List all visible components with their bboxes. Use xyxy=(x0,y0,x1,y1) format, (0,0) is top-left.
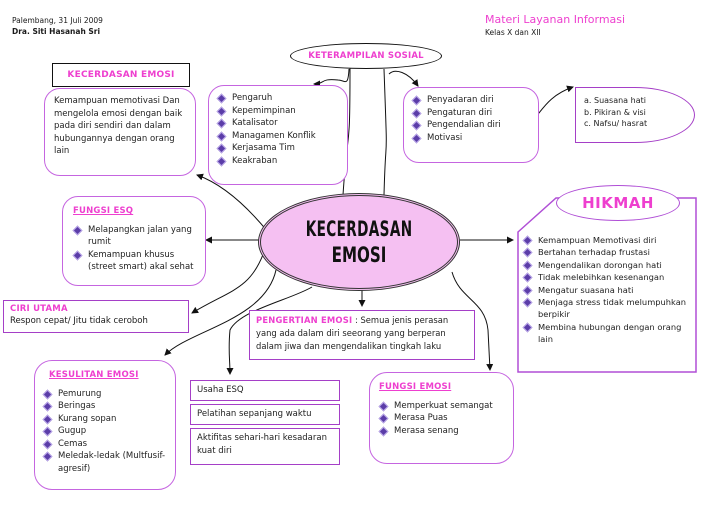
list-item: Tidak melebihkan kesenangan xyxy=(521,271,697,283)
kecerdasan-emosi-title: KECERDASAN EMOSI xyxy=(67,70,175,80)
self-management-list: Penyadaran diri Pengaturan diri Pengenda… xyxy=(403,87,539,163)
usaha-text: Usaha ESQ xyxy=(197,385,244,395)
keterampilan-sosial-node: KETERAMPILAN SOSIAL xyxy=(290,43,442,69)
list-item: Kerjasama Tim xyxy=(215,142,341,155)
header-topic: Materi Layanan Informasi xyxy=(485,13,626,26)
kesulitan-emosi-box: KESULITAN EMOSI Pemurung Beringas Kurang… xyxy=(34,360,176,490)
fungsi-esq-box: FUNGSI ESQ Melapangkan jalan yang rumit … xyxy=(62,196,206,286)
fungsi-esq-title: FUNGSI ESQ xyxy=(73,206,134,216)
pengendalian-item: c. Nafsu/ hasrat xyxy=(584,119,648,128)
list-item: Managamen Konflik xyxy=(215,130,341,143)
header-author: Dra. Siti Hasanah Sri xyxy=(12,27,101,36)
pengertian-emosi-title: PENGERTIAN EMOSI xyxy=(256,315,353,325)
usaha-item-2: Pelatihan sepanjang waktu xyxy=(190,404,340,425)
list-item: Memperkuat semangat xyxy=(377,400,506,413)
list-item: Gugup xyxy=(41,425,169,438)
list-item: Pengaruh xyxy=(215,92,341,105)
kesulitan-emosi-title: KESULITAN EMOSI xyxy=(49,370,139,380)
kecerdasan-emosi-description: Kemampuan memotivasi Dan mengelola emosi… xyxy=(44,88,196,176)
social-skills-list: Pengaruh Kepemimpinan Katalisator Managa… xyxy=(208,85,348,185)
list-item: Menjaga stress tidak melumpuhkan berpiki… xyxy=(521,296,697,321)
hikmah-title-ellipse: HIKMAH xyxy=(556,185,680,221)
header-class: Kelas X dan XII xyxy=(485,28,541,37)
list-item: Penyadaran diri xyxy=(410,94,532,107)
list-item: Mengendalikan dorongan hati xyxy=(521,259,697,271)
usaha-item-1: Usaha ESQ xyxy=(190,380,340,401)
usaha-item-3: Aktifitas sehari-hari kesadaran kuat dir… xyxy=(190,428,340,465)
list-item: Mengatur suasana hati xyxy=(521,284,697,296)
central-topic-line2: EMOSI xyxy=(331,243,387,267)
kecerdasan-emosi-title-box: KECERDASAN EMOSI xyxy=(52,63,190,87)
pengertian-emosi-text: : Semua jenis perasan yang ada dalam dir… xyxy=(256,315,449,351)
fungsi-emosi-box: FUNGSI EMOSI Memperkuat semangat Merasa … xyxy=(369,372,514,464)
list-item: Kepemimpinan xyxy=(215,105,341,118)
list-item: Katalisator xyxy=(215,117,341,130)
list-item: Beringas xyxy=(41,400,169,413)
list-item: Pemurung xyxy=(41,388,169,401)
pengendalian-item: b. Pikiran & visi xyxy=(584,107,646,117)
usaha-text: Aktifitas sehari-hari kesadaran kuat dir… xyxy=(197,433,327,456)
central-topic-line1: KECERDASAN xyxy=(305,217,413,241)
list-item: Cemas xyxy=(41,438,169,451)
ciri-utama-box: CIRI UTAMA Respon cepat/ Jitu tidak cero… xyxy=(3,300,189,333)
list-item: Meledak-ledak (Multfusif-agresif) xyxy=(41,450,169,475)
list-item: Kemampuan Memotivasi diri xyxy=(521,234,697,246)
list-item: Pengaturan diri xyxy=(410,107,532,120)
list-item: Motivasi xyxy=(410,132,532,145)
fungsi-emosi-title: FUNGSI EMOSI xyxy=(379,382,452,392)
list-item: Kurang sopan xyxy=(41,413,169,426)
header-place-date: Palembang, 31 Juli 2009 xyxy=(12,16,103,25)
ciri-utama-title: CIRI UTAMA xyxy=(10,304,68,314)
list-item: Merasa senang xyxy=(377,425,506,438)
list-item: Merasa Puas xyxy=(377,412,506,425)
usaha-text: Pelatihan sepanjang waktu xyxy=(197,409,312,419)
list-item: Membina hubungan dengan orang lain xyxy=(521,321,697,346)
ciri-utama-text: Respon cepat/ Jitu tidak ceroboh xyxy=(10,316,148,326)
pengertian-emosi-box: PENGERTIAN EMOSI : Semua jenis perasan y… xyxy=(249,310,475,360)
kecerdasan-emosi-text: Kemampuan memotivasi Dan mengelola emosi… xyxy=(54,96,183,156)
pengendalian-item: a. Suasana hati xyxy=(584,96,646,105)
list-item: Melapangkan jalan yang rumit xyxy=(71,224,197,249)
list-item: Keakraban xyxy=(215,155,341,168)
hikmah-box: HIKMAH Kemampuan Memotivasi diri Bertaha… xyxy=(516,185,702,374)
list-item: Pengendalian diri xyxy=(410,119,532,132)
pengendalian-node: a. Suasana hati b. Pikiran & visi c. Naf… xyxy=(575,87,695,143)
list-item: Kemampuan khusus (street smart) akal seh… xyxy=(71,249,197,274)
keterampilan-sosial-title: KETERAMPILAN SOSIAL xyxy=(308,51,424,61)
central-topic-node: KECERDASAN EMOSI xyxy=(258,193,460,291)
list-item: Bertahan terhadap frustasi xyxy=(521,246,697,258)
hikmah-title: HIKMAH xyxy=(582,194,654,212)
